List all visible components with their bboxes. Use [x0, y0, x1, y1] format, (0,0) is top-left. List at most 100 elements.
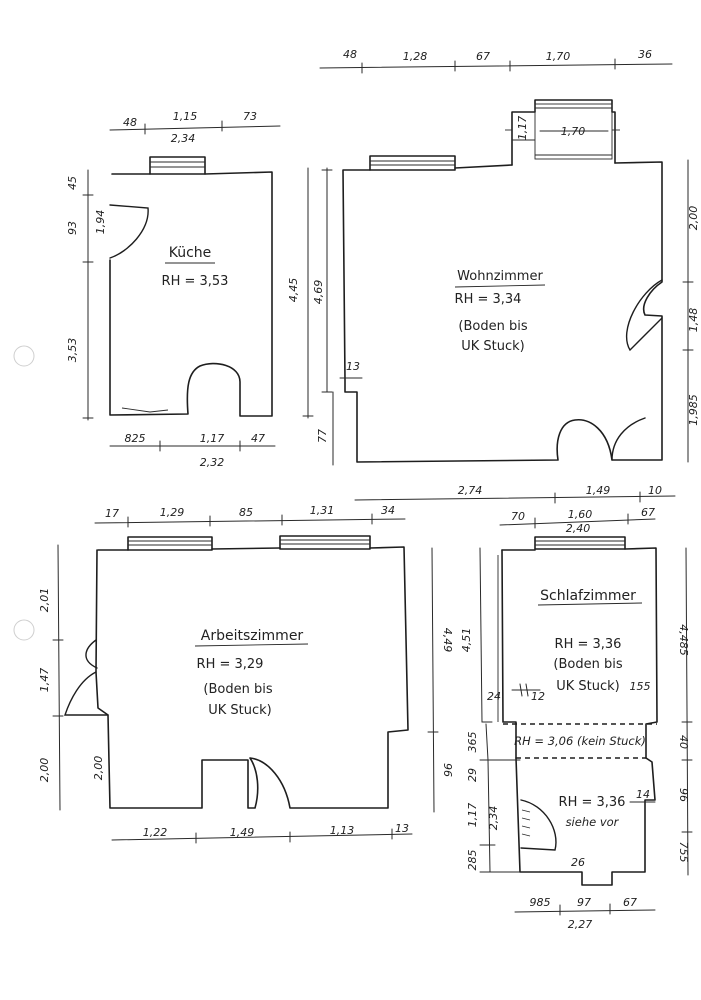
arbeit-dim-113: 1,13	[330, 824, 355, 837]
arbeit-dim-right-line	[431, 547, 435, 813]
schlaf-dim-40: 40	[677, 735, 690, 749]
schlaf-dim-4485: 4,485	[677, 624, 690, 656]
wohn-note-1: (Boden bis	[458, 319, 527, 334]
arbeit-dim-122: 1,22	[143, 826, 168, 839]
wohn-window-left	[369, 155, 456, 171]
arbeit-dim-96: 96	[441, 763, 454, 777]
wohn-bay-dim-117: 1,17	[516, 116, 529, 141]
schlaf-dim-755: 755	[677, 842, 690, 863]
schlaf-dim-67: 67	[641, 506, 655, 519]
bad-note: siehe vor	[566, 815, 620, 829]
kueche-walls	[109, 171, 273, 417]
bad-dim-97: 97	[577, 896, 591, 909]
schlaf-dim-365: 365	[466, 732, 479, 753]
room-arbeitszimmer	[64, 535, 409, 809]
kueche-dim-353: 3,53	[66, 338, 79, 363]
wohn-height: RH = 3,34	[455, 292, 522, 307]
wohn-dim-13: 13	[346, 360, 360, 373]
punch-hole-upper	[13, 345, 35, 367]
wohn-dim-1985: 1,985	[687, 394, 700, 426]
arbeit-window-right	[279, 535, 371, 550]
kueche-dim-115: 1,15	[173, 110, 198, 123]
arbeit-dim-bottom-line	[111, 833, 413, 841]
room-bad	[515, 757, 656, 886]
schlaf-dim-12: 12	[531, 690, 545, 703]
flur-height: RH = 3,06 (kein Stuck)	[514, 734, 646, 748]
mid-dim-line	[354, 495, 676, 501]
kueche-door-left	[109, 204, 149, 259]
arbeit-dim-top-line	[94, 518, 406, 524]
kueche-dim-48: 48	[123, 116, 137, 129]
arbeit-dim-201: 2,01	[38, 588, 51, 613]
wohn-door-bottom	[611, 417, 646, 461]
wohn-dim-top-line	[319, 63, 673, 69]
schlaf-dim-70: 70	[511, 510, 525, 523]
bad-dim-985: 985	[530, 896, 551, 909]
schlaf-dim-234: 2,34	[487, 806, 500, 831]
mid-dim-149: 1,49	[586, 484, 611, 497]
arbeit-dim-13: 13	[395, 822, 409, 835]
bad-dim-26: 26	[571, 856, 585, 869]
schlaf-note-2: UK Stuck)	[556, 679, 620, 694]
schlaf-dim-96: 96	[677, 788, 690, 802]
arbeit-dim-left-line	[57, 544, 61, 811]
schlaf-dim-240: 2,40	[566, 522, 591, 535]
kueche-floor-stroke	[121, 407, 169, 413]
arbeit-dim-34: 34	[381, 504, 395, 517]
arbeit-note-1: (Boden bis	[203, 682, 272, 697]
bad-height: RH = 3,36	[559, 795, 626, 810]
kueche-dim-45: 45	[66, 176, 79, 190]
wohn-walls	[342, 161, 663, 463]
kueche-dim-top-line	[109, 125, 281, 131]
kueche-name: Küche	[169, 245, 212, 261]
arbeit-name: Arbeitszimmer	[201, 628, 304, 644]
arbeit-dim-147: 1,47	[38, 668, 51, 693]
schlaf-dim-24: 24	[487, 690, 501, 703]
schlaf-note-1: (Boden bis	[553, 657, 622, 672]
schlaf-dim-285: 285	[466, 850, 479, 871]
wohn-dim-200: 2,00	[687, 206, 700, 231]
wohn-dim-170: 1,70	[546, 50, 571, 63]
wohn-dim-77: 77	[316, 429, 329, 443]
bad-dim-14: 14	[636, 788, 650, 801]
kueche-dim-93: 93	[66, 221, 79, 235]
kueche-dim-234: 2,34	[171, 132, 196, 145]
arbeit-dim-131: 1,31	[310, 504, 335, 517]
kueche-dim-825: 825	[125, 432, 146, 445]
punch-hole-lower	[13, 619, 35, 641]
arbeit-dim-200-outer: 2,00	[38, 758, 51, 783]
kueche-height: RH = 3,53	[162, 274, 229, 289]
schlaf-dim-451: 4,51	[460, 628, 473, 653]
kueche-dim-47: 47	[251, 432, 265, 445]
room-schlafzimmer	[497, 536, 658, 759]
arbeit-height: RH = 3,29	[197, 657, 264, 672]
arbeit-dim-17: 17	[105, 507, 119, 520]
schlaf-dim-top-line	[499, 518, 656, 526]
bad-dim-67: 67	[623, 896, 637, 909]
arbeit-dim-449: 4,49	[441, 628, 454, 653]
schlaf-dim-right-line	[685, 547, 689, 876]
kueche-dim-194: 1,94	[94, 210, 107, 235]
schlaf-dim-29: 29	[466, 768, 479, 782]
arbeit-note-2: UK Stuck)	[208, 703, 272, 718]
arbeit-door-left-upper	[85, 639, 98, 669]
schlaf-dim-left-line	[479, 547, 483, 723]
kueche-window	[149, 156, 206, 175]
arbeit-dim-129: 1,29	[160, 506, 185, 519]
schlaf-left-wall	[501, 549, 517, 759]
wohn-dim-36: 36	[638, 48, 652, 61]
wohn-door-right	[625, 279, 663, 352]
bad-dim-bottom-line	[514, 909, 656, 913]
arbeit-walls	[95, 546, 409, 809]
wohn-bay-dim-170: 1,70	[561, 125, 586, 138]
wohn-name: Wohnzimmer	[457, 269, 543, 284]
schlaf-dim-117: 1,17	[466, 803, 479, 828]
wohn-dim-445: 4,45	[287, 278, 300, 303]
kueche-dim-73: 73	[243, 110, 257, 123]
wohn-note-2: UK Stuck)	[461, 339, 525, 354]
room-wohnzimmer	[342, 99, 663, 463]
schlaf-dim-155: 155	[630, 680, 651, 693]
arbeit-dim-85: 85	[239, 506, 253, 519]
wohn-dim-48: 48	[343, 48, 357, 61]
